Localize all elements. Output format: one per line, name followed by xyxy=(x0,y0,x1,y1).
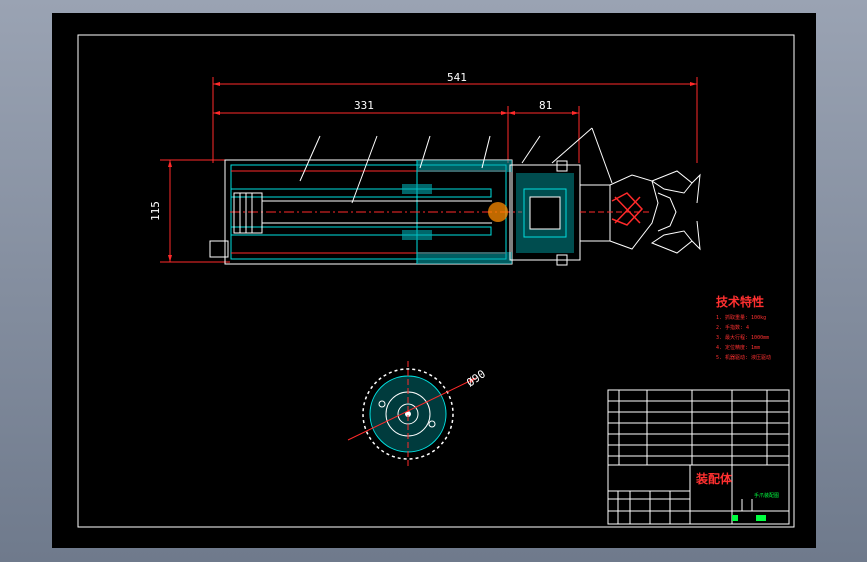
title-block: 装配体 手爪装配图 xyxy=(608,465,789,524)
assembly-drawing: 541 331 81 115 xyxy=(77,34,795,528)
tech-line-1: 1. 抓取重量: 100kg xyxy=(716,314,766,321)
dim-height: 115 xyxy=(149,201,162,221)
dim-left-length: 331 xyxy=(354,99,374,112)
tech-line-3: 3. 最大行程: 1000mm xyxy=(716,334,769,341)
dim-diameter: Ø90 xyxy=(464,367,488,389)
drawing-sheet: 541 331 81 115 xyxy=(52,13,816,548)
tech-specs: 技术特性 1. 抓取重量: 100kg 2. 手指数: 4 3. 最大行程: 1… xyxy=(716,294,771,361)
parts-list xyxy=(607,389,790,525)
gripper-fingers xyxy=(579,127,701,254)
tech-line-4: 4. 定位精度: 1mm xyxy=(716,344,760,351)
dim-total-length: 541 xyxy=(447,71,467,84)
title-block-sub: 手爪装配图 xyxy=(754,492,779,499)
drawing-frame xyxy=(77,34,795,528)
title-block-main: 装配体 xyxy=(695,471,733,486)
tech-line-5: 5. 机器驱动: 液压驱动 xyxy=(716,354,771,361)
dimension-lines xyxy=(160,77,698,263)
tech-line-2: 2. 手指数: 4 xyxy=(716,324,749,331)
end-view xyxy=(347,361,477,467)
tech-title: 技术特性 xyxy=(716,294,764,309)
dim-right-length: 81 xyxy=(539,99,552,112)
connector-assembly xyxy=(509,127,593,266)
cylinder-assembly xyxy=(209,135,541,265)
